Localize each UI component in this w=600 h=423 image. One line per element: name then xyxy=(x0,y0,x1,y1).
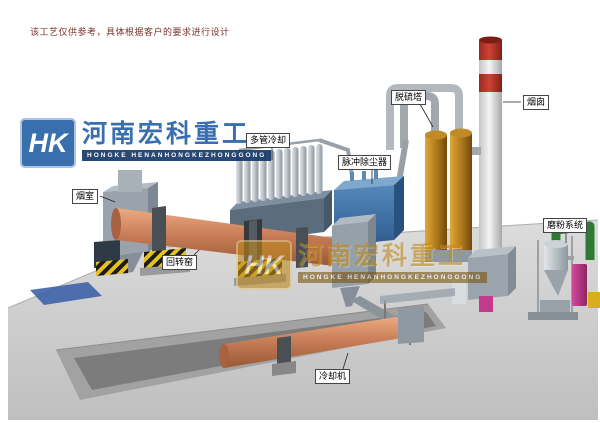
grinding-system xyxy=(528,221,600,320)
label-desulfurization-tower: 脱硫塔 xyxy=(391,90,427,105)
label-multi-tube-cooler: 多管冷却 xyxy=(246,133,291,148)
label-chimney: 烟囱 xyxy=(523,95,550,110)
chimney xyxy=(479,36,502,282)
leader-lines xyxy=(99,101,567,370)
label-rotary-kiln: 回转窑 xyxy=(162,255,198,270)
label-pulse-dust-collector: 脉冲除尘器 xyxy=(338,155,392,170)
label-smoke-chamber: 烟室 xyxy=(72,189,99,204)
cooling-machine xyxy=(219,306,424,376)
disclaimer-text: 该工艺仅供参考，具体根据客户的要求进行设计 xyxy=(30,27,230,37)
label-grinding-system: 磨粉系统 xyxy=(543,218,588,233)
multi-tube-cooler xyxy=(230,138,354,244)
label-cooling-machine: 冷却机 xyxy=(315,369,351,384)
chimney-base-structures xyxy=(452,246,516,312)
